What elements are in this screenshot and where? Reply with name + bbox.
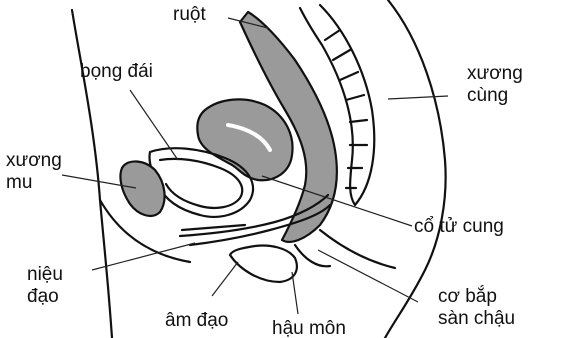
label-urethra: niệu đạo (27, 264, 63, 308)
pubic-bone (120, 161, 164, 216)
label-sacrum-line-1: xương (467, 63, 523, 85)
label-pubic-bone: xương mu (6, 150, 62, 194)
label-intestine: ruột (173, 4, 206, 26)
pelvic-floor-muscle (230, 246, 297, 283)
label-sacrum: xương cùng (467, 63, 523, 107)
label-bladder: bọng đái (80, 61, 153, 83)
body-outline-front (72, 10, 112, 338)
label-pelvic-floor-line-1: cơ bắp (438, 286, 515, 308)
uterus (197, 99, 292, 180)
leader-sacrum (388, 96, 448, 99)
leader-bladder (130, 90, 178, 160)
body-outline-back (385, 0, 446, 338)
label-pubic-bone-line-1: xương (6, 150, 62, 172)
label-pelvic-floor: cơ bắp sàn chậu (438, 286, 515, 330)
label-vagina: âm đạo (165, 310, 228, 332)
label-urethra-line-2: đạo (27, 286, 63, 308)
label-anus: hậu môn (272, 318, 346, 338)
leader-vagina (212, 262, 238, 296)
label-sacrum-line-2: cùng (467, 85, 523, 107)
anus (295, 245, 330, 266)
leader-urethra (92, 243, 195, 270)
label-urethra-line-1: niệu (27, 264, 63, 286)
leader-pelvic-floor (318, 250, 418, 302)
leader-anus (292, 272, 298, 314)
label-pubic-bone-line-2: mu (6, 172, 62, 194)
label-pelvic-floor-line-2: sàn chậu (438, 308, 515, 330)
label-uterus: cổ tử cung (414, 216, 504, 238)
